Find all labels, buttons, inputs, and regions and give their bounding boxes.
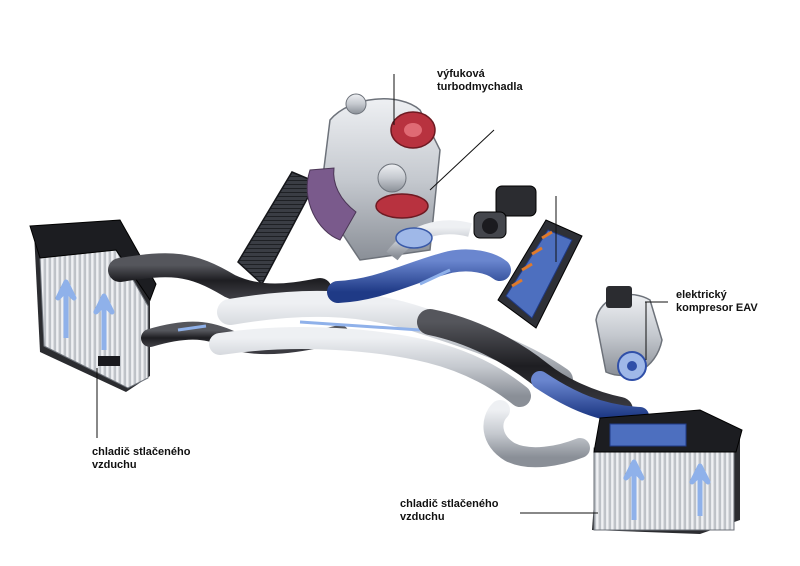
intake-pipes bbox=[209, 290, 590, 468]
charge-air-duct-right bbox=[531, 371, 649, 425]
electric-compressor-eav bbox=[595, 286, 663, 381]
air-flow-arrow-icon bbox=[689, 463, 711, 516]
air-flow-arrow-icon bbox=[55, 279, 77, 338]
charge-air-duct-center bbox=[327, 249, 511, 303]
air-flow-arrow-icon bbox=[177, 324, 207, 332]
ignition-coils bbox=[511, 230, 553, 288]
label-turbochargers: výfuková turbodmychadla bbox=[437, 68, 523, 93]
throttle-body bbox=[473, 185, 537, 239]
intercooler-right bbox=[592, 409, 743, 534]
label-intercooler-right: chladič stlačeného vzduchu bbox=[400, 498, 499, 523]
wastegate-housing bbox=[306, 167, 357, 241]
air-flow-arrow-icon bbox=[93, 293, 115, 350]
intercooler-left bbox=[29, 219, 157, 392]
turbochargers bbox=[306, 93, 472, 261]
intake-manifold bbox=[497, 219, 583, 329]
label-intercooler-left: chladič stlačeného vzduchu bbox=[92, 446, 191, 471]
label-electric-compressor: elektrický kompresor EAV bbox=[676, 289, 758, 314]
turbine-wheel-lower bbox=[375, 193, 429, 219]
air-flow-arrow-icon bbox=[623, 459, 645, 520]
leader-lines bbox=[96, 74, 668, 514]
air-flow-arrow-icon bbox=[419, 268, 451, 286]
dark-radiator bbox=[237, 171, 318, 286]
